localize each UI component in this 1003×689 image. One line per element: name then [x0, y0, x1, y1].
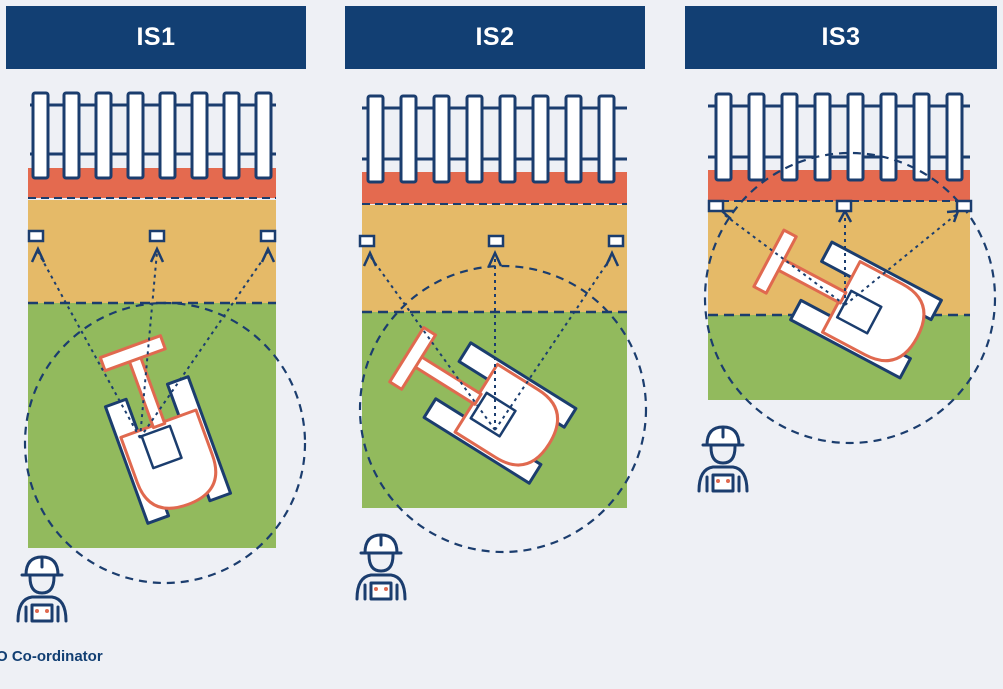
- worker-icon: [355, 533, 407, 601]
- coordinator-label: O Co-ordinator: [0, 648, 103, 665]
- worker-icon: [16, 555, 68, 623]
- panel-header-is3: IS3: [685, 6, 997, 69]
- fence-icon: [708, 92, 970, 182]
- swing-radius: [358, 264, 648, 554]
- survey-target-icon: [27, 229, 45, 243]
- survey-target-icon: [835, 199, 853, 213]
- panel-is2: [355, 94, 648, 601]
- survey-target-icon: [607, 234, 625, 248]
- sight-lines: [37, 251, 269, 439]
- sight-lines: [721, 212, 959, 306]
- survey-target-icon: [707, 199, 725, 213]
- survey-target-icon: [259, 229, 277, 243]
- sight-lines: [369, 255, 613, 431]
- worker-icon: [697, 425, 749, 493]
- swing-radius: [23, 301, 307, 585]
- red-band: [708, 170, 970, 201]
- panel-title: IS2: [475, 23, 515, 51]
- survey-target-icon: [487, 234, 505, 248]
- panel-header-is1: IS1: [6, 6, 306, 69]
- survey-target-icon: [358, 234, 376, 248]
- survey-target-icon: [955, 199, 973, 213]
- swing-radius: [703, 151, 997, 445]
- fence-icon: [362, 94, 627, 184]
- panel-is1: [16, 91, 307, 623]
- panel-header-is2: IS2: [345, 6, 645, 69]
- panel-is3: [697, 92, 997, 493]
- survey-target-icon: [148, 229, 166, 243]
- fence-icon: [30, 91, 276, 180]
- orange-zone: [28, 200, 276, 303]
- panel-title: IS3: [821, 23, 861, 51]
- panel-title: IS1: [136, 23, 176, 51]
